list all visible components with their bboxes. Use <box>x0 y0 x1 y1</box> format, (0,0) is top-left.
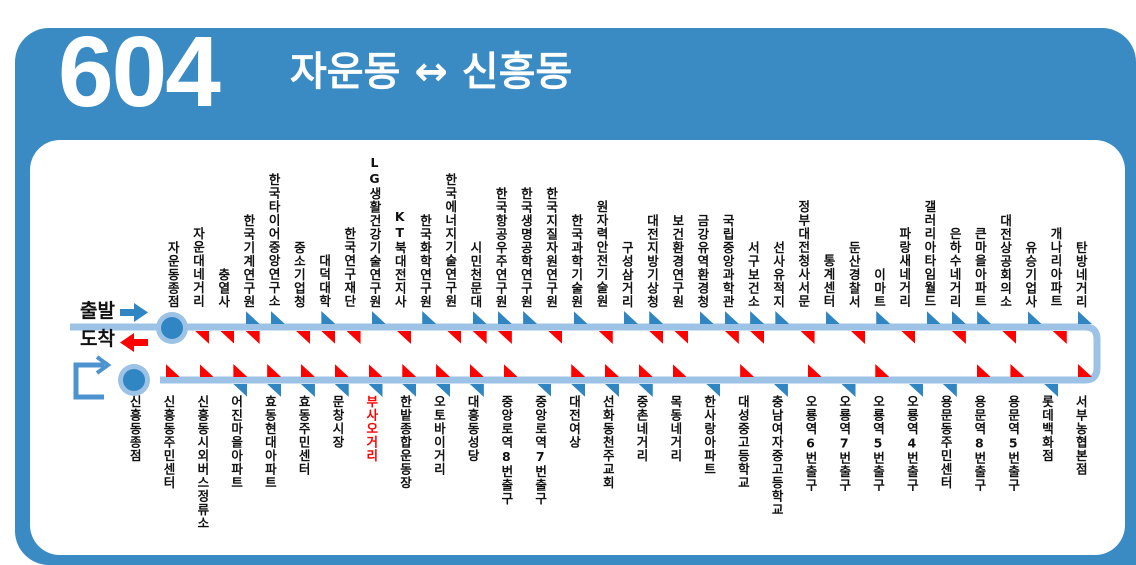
route-map-panel <box>30 140 1125 555</box>
outbound-stop: 유승기업사 <box>1022 240 1038 309</box>
return-stop: 대성중고등학교 <box>735 395 751 490</box>
return-stop: 목동네거리 <box>667 395 683 463</box>
outbound-stop: 대전지방기상청 <box>644 213 660 309</box>
route-number: 604 <box>58 16 221 128</box>
return-stop: 오룡역6번출구 <box>802 395 818 492</box>
return-stop: 오룡역5번출구 <box>870 395 886 492</box>
outbound-stop: 서구보건소 <box>745 240 761 309</box>
return-stop: 문창시장 <box>329 395 345 449</box>
loop-arrow-icon <box>73 355 112 400</box>
outbound-stop: 구성삼거리 <box>619 240 635 309</box>
outbound-stop: 한국기계연구원 <box>240 213 256 309</box>
return-stop: 신흥동시외버스정류소 <box>194 395 210 530</box>
outbound-stop: 시민천문대 <box>467 240 483 309</box>
outbound-stop: 은하수네거리 <box>947 227 963 308</box>
route-path <box>70 323 1101 384</box>
return-stop: 롯데백화점 <box>1039 395 1055 463</box>
route-title: 자운동 ↔ 신흥동 <box>290 49 573 95</box>
outbound-stop: 한국타이어중앙연구소 <box>266 173 282 308</box>
arrive-arrow-icon <box>120 333 148 352</box>
outbound-stop: 한국지질자원연구원 <box>543 186 559 309</box>
outbound-stop: 탄방네거리 <box>1073 240 1089 309</box>
return-stop: 오룡역7번출구 <box>836 395 852 492</box>
outbound-stop: 개나리아파트 <box>1048 227 1064 308</box>
outbound-stop: 선사유적지 <box>770 240 786 309</box>
outbound-stop: 한국에너지기술연구원 <box>442 173 458 308</box>
outbound-stop: 한국생명공학연구원 <box>518 186 534 309</box>
legend-arrive: 도착 <box>80 328 115 350</box>
outbound-stop: 둔산경찰서 <box>846 240 862 309</box>
return-stop: 한사랑아파트 <box>701 395 717 476</box>
outbound-stop: 한국연구재단 <box>341 227 357 308</box>
return-stop: 오토바이거리 <box>431 395 447 476</box>
return-stop: 신흥동주민센터 <box>161 395 177 490</box>
outbound-stop: 한국항공우주연구원 <box>493 186 509 309</box>
return-stop: 서부농협본점 <box>1073 395 1089 476</box>
outbound-stop: 대전상공회의소 <box>997 213 1013 309</box>
return-stop: 대전여상 <box>566 395 582 449</box>
return-stop-highlighted: 부사오거리 <box>363 395 379 463</box>
return-stop: 중촌네거리 <box>634 395 650 463</box>
outbound-stop: 파랑새네거리 <box>896 227 912 308</box>
outbound-stop: 자운동종점 <box>165 240 181 309</box>
outbound-stop: 정부대전청사서문 <box>795 200 811 308</box>
return-stop: 용문역8번출구 <box>971 395 987 492</box>
legend-depart: 출발 <box>80 300 115 322</box>
outbound-stop: 중소기업청 <box>291 240 307 309</box>
return-stop: 중앙로역8번출구 <box>498 395 514 506</box>
depart-arrow-icon <box>120 303 148 322</box>
outbound-stop: 큰마을아파트 <box>972 227 988 308</box>
outbound-stop: 원자력안전기술원 <box>594 200 610 308</box>
outbound-stop: KT북대전지사 <box>392 208 408 309</box>
outbound-stop: 갤러리아타임월드 <box>921 200 937 308</box>
outbound-stop: 대덕대학 <box>316 254 332 308</box>
outbound-stop: 통계센터 <box>821 254 837 308</box>
return-stop: 선화동천주교회 <box>600 395 616 490</box>
return-stop: 대흥동성당 <box>465 395 481 463</box>
outbound-stop: 충열사 <box>215 267 231 309</box>
return-stop: 신흥동종점 <box>127 395 143 463</box>
terminal-circle-start <box>156 312 188 344</box>
return-stop: 어진마을아파트 <box>228 395 244 490</box>
outbound-stop: 금강유역환경청 <box>694 213 710 309</box>
return-stop: 효동현대아파트 <box>262 395 278 490</box>
return-stop: 용문동주민센터 <box>938 395 954 490</box>
outbound-stop: 보건환경연구원 <box>669 213 685 309</box>
outbound-stop: LG생활건강기술연구원 <box>367 154 383 309</box>
return-stop: 용문역5번출구 <box>1005 395 1021 492</box>
return-stop: 충남여자중고등학교 <box>769 395 785 517</box>
outbound-stop: 국립중앙과학관 <box>720 213 736 309</box>
outbound-stop: 이마트 <box>871 267 887 309</box>
terminal-circle-end <box>118 364 150 396</box>
return-stop: 한밭종합운동장 <box>397 395 413 490</box>
outbound-stop: 자운대네거리 <box>190 227 206 308</box>
return-stop: 오룡역4번출구 <box>904 395 920 492</box>
return-stop: 중앙로역7번출구 <box>532 395 548 506</box>
return-stop: 효동주민센터 <box>296 395 312 476</box>
outbound-stop: 한국과학기술원 <box>568 213 584 309</box>
outbound-stop: 한국화학연구원 <box>417 213 433 309</box>
